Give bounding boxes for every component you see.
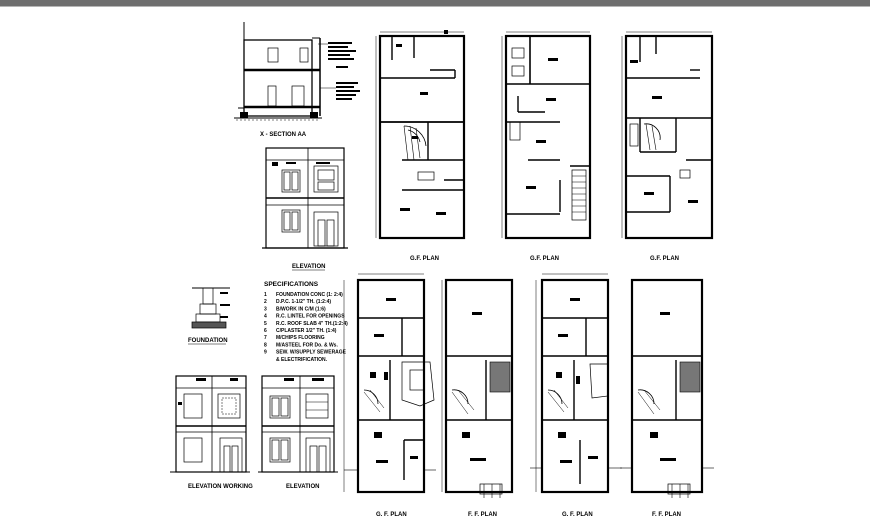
ground-floor-plan-1 — [375, 30, 466, 240]
specifications-block: SPECIFICATIONS 1 FOUNDATION CONC (1: 2:4)… — [264, 281, 348, 363]
spec-item-text: M/CHIPS FLOORING — [276, 335, 325, 341]
specifications-title: SPECIFICATIONS — [264, 281, 319, 288]
ground-floor-plan-3 — [621, 31, 714, 240]
front-elevation-drawing — [262, 147, 348, 249]
spec-item-text: D.P.C. 1-1/2" TH. (1:2:4) — [276, 299, 331, 305]
spec-item-number: 6 — [264, 328, 267, 334]
foundation-label: FOUNDATION — [188, 338, 228, 344]
elevation-top-label: ELEVATION — [292, 264, 325, 270]
elevation-bottom-drawing — [258, 375, 338, 473]
plan-bottom-2-label: F. F. PLAN — [468, 512, 497, 518]
title-bar-divider — [0, 6, 870, 7]
window-title-bar — [0, 0, 870, 6]
spec-item-number: 5 — [264, 321, 267, 327]
spec-item-number: 1 — [264, 292, 267, 298]
spec-item-text: SEW. W/SUPPLY SEWERAGE — [276, 350, 347, 356]
first-floor-plan-bottom-2 — [441, 278, 514, 498]
spec-item-text: R.C. LINTEL FOR OPENINGS — [276, 314, 345, 320]
spec-item-text: B/WORK IN C/M (1:6) — [276, 306, 326, 312]
spec-item-text: C/PLASTER 1/2" TH. (1:4) — [276, 328, 337, 334]
plan-bottom-1-label: G. F. PLAN — [376, 512, 407, 518]
plan-bottom-3-label: G. F. PLAN — [562, 512, 593, 518]
spec-item-text: R.C. ROOF SLAB 4" TH.(1:2:4) — [276, 321, 348, 327]
spec-item-number: 4 — [264, 314, 267, 320]
elevation-bottom-label: ELEVATION — [286, 484, 319, 490]
section-aa-label: X - SECTION AA — [260, 132, 307, 138]
elevation-working-label: ELEVATION WORKING — [188, 484, 253, 490]
spec-item-number: 9 — [264, 350, 267, 356]
elevation-working-drawing — [170, 375, 250, 473]
plan-top-1-label: G.F. PLAN — [410, 256, 439, 262]
ground-floor-plan-bottom-1 — [343, 273, 436, 494]
spec-item-text: FOUNDATION CONC (1: 2:4) — [276, 292, 343, 298]
ground-floor-plan-2 — [501, 31, 592, 240]
spec-item-number: 7 — [264, 335, 267, 341]
plan-bottom-4-label: F. F. PLAN — [652, 512, 681, 518]
spec-item-text: M/ASTEEL FOR Do. & Ws. — [276, 342, 338, 348]
spec-item-number: 3 — [264, 306, 267, 312]
ground-floor-plan-bottom-3 — [530, 273, 622, 494]
foundation-detail-drawing — [191, 287, 230, 329]
spec-item-number: 8 — [264, 342, 267, 348]
first-floor-plan-bottom-4 — [620, 278, 714, 498]
section-aa-drawing — [234, 22, 360, 121]
spec-item-number: 2 — [264, 299, 267, 305]
spec-item-text: & ELECTRIFICATION. — [276, 357, 328, 363]
plan-top-3-label: G.F. PLAN — [650, 256, 679, 262]
plan-top-2-label: G.F. PLAN — [530, 256, 559, 262]
